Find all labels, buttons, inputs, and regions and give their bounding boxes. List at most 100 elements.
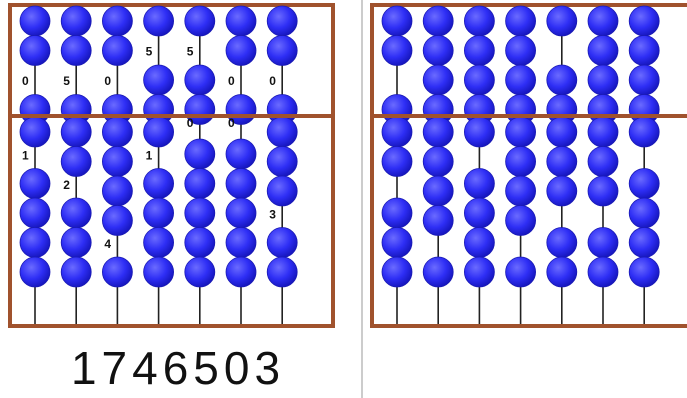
- upper-bead[interactable]: [226, 6, 256, 36]
- lower-bead[interactable]: [102, 117, 132, 147]
- lower-bead[interactable]: [226, 257, 256, 287]
- lower-bead[interactable]: [20, 228, 50, 258]
- lower-bead[interactable]: [423, 176, 453, 206]
- lower-bead[interactable]: [588, 147, 618, 177]
- lower-bead[interactable]: [61, 228, 91, 258]
- upper-bead[interactable]: [629, 65, 659, 95]
- lower-bead[interactable]: [382, 147, 412, 177]
- upper-bead[interactable]: [61, 6, 91, 36]
- lower-bead[interactable]: [20, 257, 50, 287]
- lower-bead[interactable]: [588, 257, 618, 287]
- lower-bead[interactable]: [267, 257, 297, 287]
- lower-bead[interactable]: [464, 257, 494, 287]
- upper-bead[interactable]: [629, 6, 659, 36]
- lower-bead[interactable]: [226, 139, 256, 169]
- lower-bead[interactable]: [226, 228, 256, 258]
- lower-bead[interactable]: [102, 206, 132, 236]
- upper-bead[interactable]: [588, 65, 618, 95]
- lower-bead[interactable]: [547, 147, 577, 177]
- lower-bead[interactable]: [629, 198, 659, 228]
- upper-bead[interactable]: [226, 36, 256, 66]
- upper-bead[interactable]: [267, 36, 297, 66]
- lower-bead[interactable]: [61, 147, 91, 177]
- lower-bead[interactable]: [547, 228, 577, 258]
- lower-bead[interactable]: [102, 257, 132, 287]
- lower-bead[interactable]: [464, 228, 494, 258]
- lower-bead[interactable]: [226, 169, 256, 199]
- lower-bead[interactable]: [102, 176, 132, 206]
- upper-bead[interactable]: [382, 36, 412, 66]
- lower-bead[interactable]: [629, 257, 659, 287]
- upper-bead[interactable]: [185, 6, 215, 36]
- upper-bead[interactable]: [423, 36, 453, 66]
- lower-bead[interactable]: [506, 257, 536, 287]
- lower-bead[interactable]: [423, 206, 453, 236]
- upper-bead[interactable]: [267, 6, 297, 36]
- upper-bead[interactable]: [61, 36, 91, 66]
- upper-bead[interactable]: [423, 65, 453, 95]
- lower-bead[interactable]: [185, 257, 215, 287]
- lower-bead[interactable]: [267, 117, 297, 147]
- lower-bead[interactable]: [629, 169, 659, 199]
- upper-bead[interactable]: [185, 65, 215, 95]
- lower-bead[interactable]: [506, 147, 536, 177]
- lower-bead[interactable]: [20, 117, 50, 147]
- lower-bead[interactable]: [61, 117, 91, 147]
- upper-bead[interactable]: [506, 36, 536, 66]
- lower-bead[interactable]: [185, 228, 215, 258]
- lower-bead[interactable]: [144, 169, 174, 199]
- upper-bead[interactable]: [144, 65, 174, 95]
- lower-bead[interactable]: [382, 198, 412, 228]
- lower-bead[interactable]: [226, 198, 256, 228]
- upper-bead[interactable]: [144, 6, 174, 36]
- lower-bead[interactable]: [629, 117, 659, 147]
- lower-bead[interactable]: [506, 176, 536, 206]
- lower-bead[interactable]: [464, 117, 494, 147]
- lower-bead[interactable]: [185, 198, 215, 228]
- upper-bead[interactable]: [20, 6, 50, 36]
- lower-bead[interactable]: [506, 117, 536, 147]
- lower-bead[interactable]: [61, 198, 91, 228]
- lower-bead[interactable]: [588, 228, 618, 258]
- lower-bead[interactable]: [382, 228, 412, 258]
- upper-bead[interactable]: [464, 36, 494, 66]
- lower-bead[interactable]: [61, 257, 91, 287]
- lower-bead[interactable]: [547, 176, 577, 206]
- lower-bead[interactable]: [185, 139, 215, 169]
- lower-bead[interactable]: [144, 198, 174, 228]
- lower-bead[interactable]: [547, 117, 577, 147]
- lower-bead[interactable]: [423, 147, 453, 177]
- lower-bead[interactable]: [423, 257, 453, 287]
- lower-bead[interactable]: [102, 147, 132, 177]
- lower-bead[interactable]: [267, 147, 297, 177]
- upper-bead[interactable]: [506, 65, 536, 95]
- upper-bead[interactable]: [547, 65, 577, 95]
- upper-bead[interactable]: [382, 6, 412, 36]
- upper-bead[interactable]: [102, 6, 132, 36]
- lower-bead[interactable]: [629, 228, 659, 258]
- lower-bead[interactable]: [464, 198, 494, 228]
- upper-bead[interactable]: [20, 36, 50, 66]
- lower-bead[interactable]: [547, 257, 577, 287]
- upper-bead[interactable]: [102, 36, 132, 66]
- lower-bead[interactable]: [506, 206, 536, 236]
- lower-bead[interactable]: [20, 198, 50, 228]
- lower-bead[interactable]: [382, 117, 412, 147]
- lower-bead[interactable]: [588, 117, 618, 147]
- lower-bead[interactable]: [588, 176, 618, 206]
- lower-bead[interactable]: [382, 257, 412, 287]
- upper-bead[interactable]: [506, 6, 536, 36]
- upper-bead[interactable]: [547, 6, 577, 36]
- lower-bead[interactable]: [423, 117, 453, 147]
- upper-bead[interactable]: [423, 6, 453, 36]
- lower-bead[interactable]: [464, 169, 494, 199]
- upper-bead[interactable]: [588, 36, 618, 66]
- upper-bead[interactable]: [464, 65, 494, 95]
- upper-bead[interactable]: [629, 36, 659, 66]
- lower-bead[interactable]: [267, 176, 297, 206]
- lower-bead[interactable]: [144, 117, 174, 147]
- lower-bead[interactable]: [144, 228, 174, 258]
- upper-bead[interactable]: [588, 6, 618, 36]
- lower-bead[interactable]: [20, 169, 50, 199]
- lower-bead[interactable]: [144, 257, 174, 287]
